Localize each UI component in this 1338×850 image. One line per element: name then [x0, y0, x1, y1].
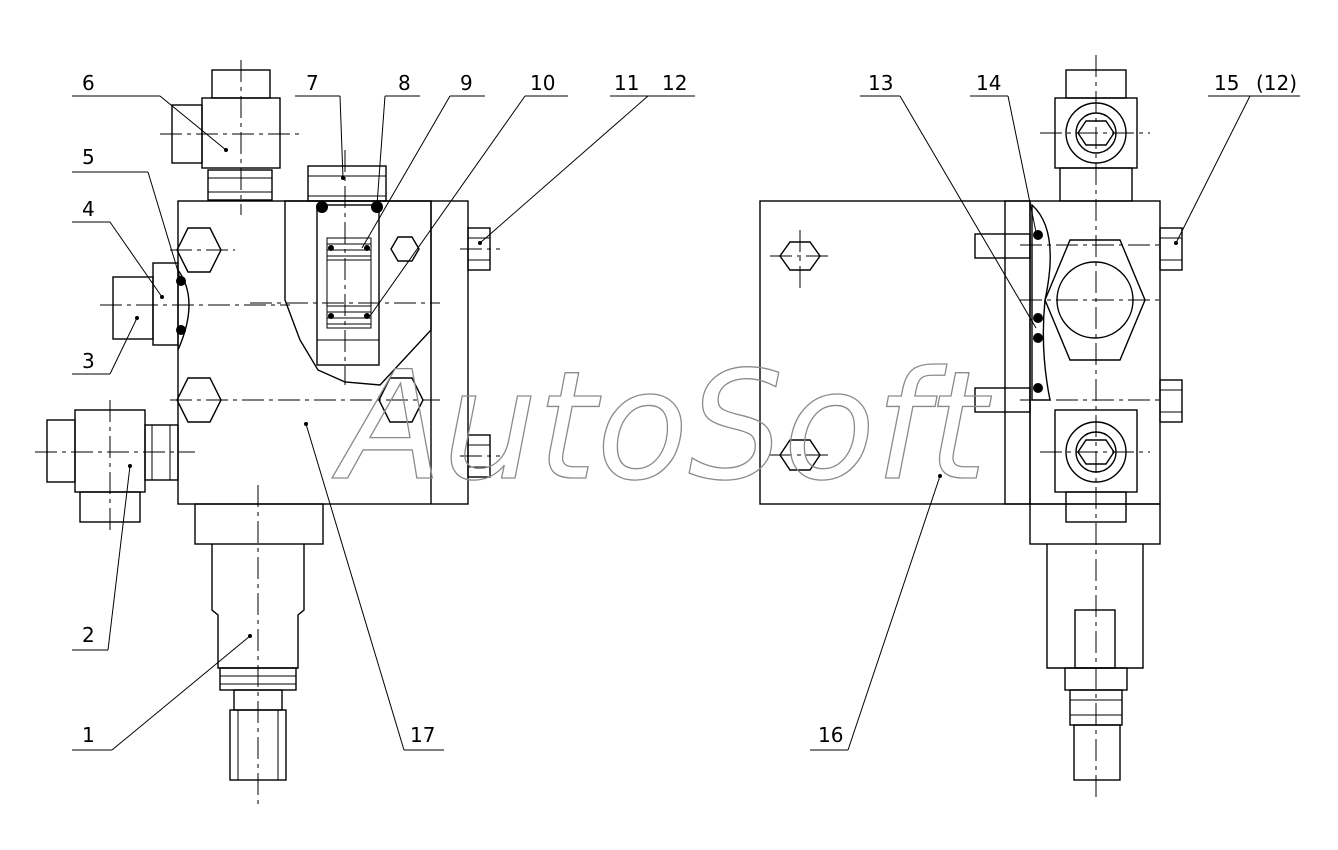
- fitting-3: [112, 276, 154, 340]
- callout-6: 6: [82, 71, 95, 95]
- hex-plug: [1044, 239, 1146, 361]
- callout-12: 12: [662, 71, 687, 95]
- o-ring-top-left: [316, 201, 328, 213]
- callout-2: 2: [82, 623, 95, 647]
- callout-15-ref: (12): [1256, 71, 1297, 95]
- callout-4: 4: [82, 197, 95, 221]
- callout-1: 1: [82, 723, 95, 747]
- callout-15: 15: [1214, 71, 1239, 95]
- o-ring-top-right: [371, 201, 383, 213]
- callout-16: 16: [818, 723, 843, 747]
- callout-9: 9: [460, 71, 473, 95]
- callout-labels: 1 2 3 4 5 6 7 8 9 10 11 12 13 14 15 (12)…: [82, 71, 1297, 747]
- callout-17: 17: [410, 723, 435, 747]
- cartridge-1: [194, 503, 324, 545]
- right-view: [759, 55, 1183, 800]
- callout-5: 5: [82, 145, 95, 169]
- callout-13: 13: [868, 71, 893, 95]
- callout-10: 10: [530, 71, 555, 95]
- left-view: [35, 60, 500, 805]
- callout-3: 3: [82, 349, 95, 373]
- leader-lines: [72, 95, 1300, 751]
- callout-14: 14: [976, 71, 1001, 95]
- callout-8: 8: [398, 71, 411, 95]
- watermark: AutoSoft: [332, 340, 992, 514]
- plug-7: [307, 165, 387, 202]
- callout-11: 11: [614, 71, 639, 95]
- callout-7: 7: [306, 71, 319, 95]
